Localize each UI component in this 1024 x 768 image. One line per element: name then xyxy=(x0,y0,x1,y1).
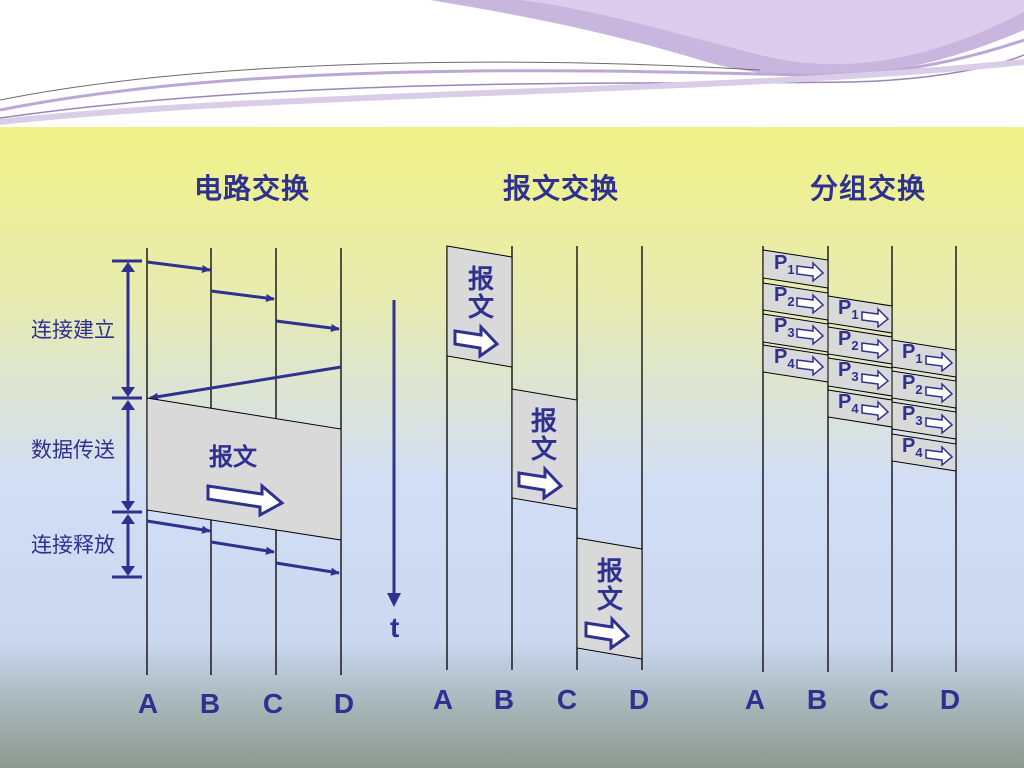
packet-node-c: C xyxy=(868,684,890,715)
packet-label-p1: P1 xyxy=(902,341,923,366)
packet-section xyxy=(762,246,957,672)
message-label-1: 报文 xyxy=(467,265,494,323)
phase-label-setup: 连接建立 xyxy=(31,318,115,342)
circuit-switching-title: 电路交换 xyxy=(194,172,311,205)
message-arrow-3 xyxy=(584,615,631,651)
circuit-node-a: A xyxy=(137,688,159,719)
packet-label-p3: P3 xyxy=(902,403,923,428)
message-label-3: 报文 xyxy=(596,557,623,615)
circuit-node-b: B xyxy=(199,688,221,719)
circuit-node-d: D xyxy=(333,688,355,719)
header-decoration xyxy=(0,0,1024,125)
packet-arrows xyxy=(796,261,954,467)
message-label-2: 报文 xyxy=(530,407,557,465)
packet-label-p1: P1 xyxy=(838,297,859,322)
packet-label-p3: P3 xyxy=(838,359,859,384)
message-node-b: B xyxy=(493,684,515,715)
packet-label-p3: P3 xyxy=(774,315,795,340)
message-node-d: D xyxy=(628,684,650,715)
packet-box xyxy=(762,249,829,289)
circuit-node-c: C xyxy=(262,688,284,719)
packet-label-p2: P2 xyxy=(902,372,923,397)
message-arrow-1 xyxy=(453,323,500,359)
packet-box xyxy=(891,370,957,409)
setup-arrow xyxy=(275,319,340,332)
release-arrow xyxy=(146,519,211,534)
packet-label-p1: P1 xyxy=(774,252,795,277)
message-arrow-2 xyxy=(517,465,564,501)
packet-box xyxy=(891,433,957,472)
circuit-section xyxy=(112,248,342,675)
phase-label-release: 连接释放 xyxy=(31,533,115,557)
packet-box xyxy=(891,401,957,440)
packet-node-d: D xyxy=(939,684,961,715)
packet-node-a: A xyxy=(744,684,766,715)
packet-label-p4: P4 xyxy=(774,346,795,371)
packet-node-b: B xyxy=(806,684,828,715)
packet-switching-title: 分组交换 xyxy=(810,172,927,205)
message-node-c: C xyxy=(556,684,578,715)
message-section xyxy=(446,245,643,670)
message-switching-title: 报文交换 xyxy=(503,172,620,205)
release-arrow xyxy=(275,561,340,576)
packet-box xyxy=(827,295,893,334)
packet-label-p4: P4 xyxy=(902,435,923,460)
packet-label-p2: P2 xyxy=(838,328,859,353)
message-node-a: A xyxy=(432,684,454,715)
data-flow-arrow xyxy=(206,482,285,518)
packet-box xyxy=(891,339,957,378)
time-axis-label: t xyxy=(390,612,400,643)
circuit-message-label: 报文 xyxy=(209,443,257,471)
packet-label-p4: P4 xyxy=(838,391,859,416)
packet-label-p2: P2 xyxy=(774,284,795,309)
time-axis xyxy=(387,300,401,607)
data-transfer-block xyxy=(146,397,342,541)
release-arrow xyxy=(210,540,275,555)
header-band xyxy=(0,0,1024,127)
phase-bracket xyxy=(112,259,142,579)
ack-arrow xyxy=(149,365,342,401)
setup-arrow xyxy=(146,260,211,273)
phase-label-transfer: 数据传送 xyxy=(31,438,115,462)
setup-arrow xyxy=(210,289,275,302)
